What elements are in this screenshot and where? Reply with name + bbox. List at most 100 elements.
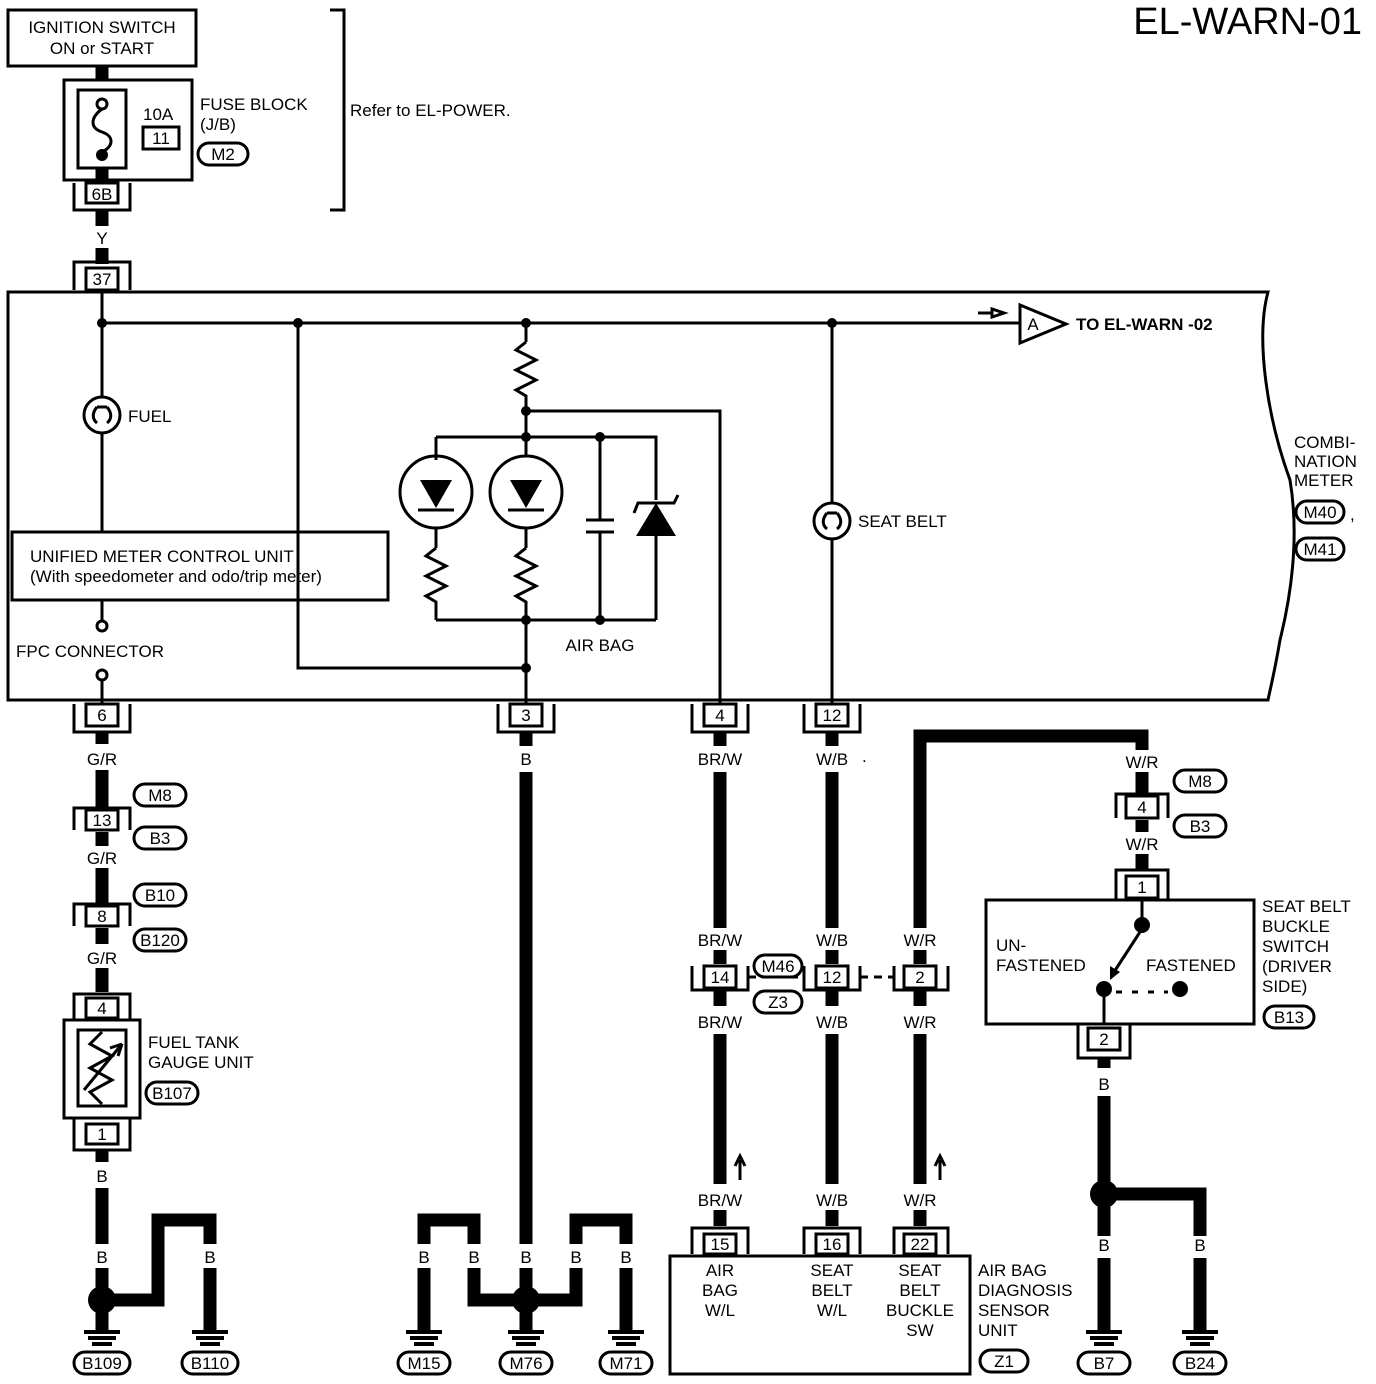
wire-color-wr-2: W/R [903, 1013, 936, 1032]
connector-8-ref-2: B120 [140, 931, 180, 950]
airbag-col3-line1: SEAT [898, 1261, 941, 1280]
wire-color-brw-2: BR/W [698, 931, 742, 950]
airbag-col1-line1: AIR [706, 1261, 734, 1280]
connector-8: 8 [97, 907, 106, 926]
resistor-led-1 [422, 546, 450, 620]
svg-text:3: 3 [521, 706, 530, 725]
wire-color-b-8: B [418, 1248, 429, 1267]
connector-4-ref-1: M8 [1188, 772, 1212, 791]
combination-meter-label-1: COMBI- [1294, 433, 1355, 452]
ground-m15: M15 [396, 1330, 452, 1376]
to-warn-02-arrow-icon [978, 306, 1009, 320]
airbag-col2-line3: W/L [817, 1301, 847, 1320]
air-bag-label: AIR BAG [566, 636, 635, 655]
combination-meter-outline [6, 290, 1296, 702]
connector-4-ref-2: B3 [1190, 817, 1211, 836]
svg-text:12: 12 [823, 706, 842, 725]
airbag-col2-line2: BELT [811, 1281, 852, 1300]
airbag-col3-line4: SW [906, 1321, 933, 1340]
switch-terminal-2: 2 [1099, 1030, 1108, 1049]
power-bracket [330, 8, 346, 212]
airbag-col1-line2: BAG [702, 1281, 738, 1300]
wire-color-y: Y [96, 229, 107, 248]
off-page-connector-a [1018, 302, 1070, 346]
wire-color-wb-2: W/B [816, 931, 848, 950]
wire-color-b-1: B [96, 1167, 107, 1186]
svg-text:M76: M76 [509, 1354, 542, 1373]
diagram-title: EL-WARN-01 [1133, 1, 1362, 43]
airbag-unit-label-4: UNIT [978, 1321, 1018, 1340]
fuse-block-box [62, 78, 194, 182]
airbag-col2-line1: SEAT [810, 1261, 853, 1280]
wire-mark: . [862, 747, 867, 766]
airbag-unit-label-2: DIAGNOSIS [978, 1281, 1072, 1300]
svg-text:B109: B109 [82, 1354, 122, 1373]
buckle-switch-label-5: SIDE) [1262, 977, 1307, 996]
wire-color-b-10: B [620, 1248, 631, 1267]
wire-color-b-3: B [152, 1248, 163, 1267]
ground-b24: B24 [1172, 1330, 1228, 1376]
gauge-terminal-1: 1 [97, 1125, 106, 1144]
fuse-block-label-1: FUSE BLOCK [200, 95, 308, 114]
wire-color-brw-3: BR/W [698, 1013, 742, 1032]
wire-color-wr-4: W/R [1125, 753, 1158, 772]
resistor-top [512, 340, 540, 410]
unfastened-label-2: FASTENED [996, 956, 1086, 975]
airbag-unit-label-3: SENSOR [978, 1301, 1050, 1320]
zener-diode-icon [636, 503, 676, 536]
svg-text:B7: B7 [1094, 1354, 1115, 1373]
ground-m71: M71 [598, 1330, 654, 1376]
seat-belt-lamp-label: SEAT BELT [858, 512, 947, 531]
combination-meter-ref-2: M41 [1303, 540, 1336, 559]
unified-meter-label-2: (With speedometer and odo/trip meter) [30, 567, 322, 586]
connector-14: 14 [711, 968, 730, 987]
wire-color-gr-1: G/R [87, 750, 117, 769]
wire-color-wb-4: W/B [816, 1191, 848, 1210]
fuel-tank-gauge-label-2: GAUGE UNIT [148, 1053, 254, 1072]
fuel-lamp-label: FUEL [128, 407, 171, 426]
combination-meter-label-3: METER [1294, 471, 1354, 490]
off-page-letter: A [1027, 315, 1039, 334]
connector-ref-m46: M46 [761, 957, 794, 976]
svg-text:4: 4 [715, 706, 724, 725]
combination-meter-separator: , [1350, 505, 1355, 524]
signal-arrow-icon-2 [933, 1152, 947, 1180]
connector-13-ref-1: M8 [148, 786, 172, 805]
svg-text:B24: B24 [1185, 1354, 1215, 1373]
connector-ref-z3: Z3 [768, 993, 788, 1012]
airbag-col1-line3: W/L [705, 1301, 735, 1320]
variable-resistor-icon [82, 1030, 124, 1106]
seat-belt-lamp-icon [812, 501, 852, 541]
wire-color-wb-1: W/B [816, 750, 848, 769]
terminal-22: 22 [911, 1235, 930, 1254]
unified-meter-label-1: UNIFIED METER CONTROL UNIT [30, 547, 294, 566]
terminal-37: 37 [93, 270, 112, 289]
ground-m76: M76 [498, 1330, 554, 1376]
resistor-led-2 [512, 546, 540, 620]
wire-color-gr-3: G/R [87, 949, 117, 968]
ignition-switch-label-2: ON or START [50, 39, 154, 58]
ignition-switch-box [6, 8, 198, 68]
wire-color-b-11: B [1098, 1075, 1109, 1094]
terminal-3: 3 [496, 702, 556, 734]
ground-b7: B7 [1076, 1330, 1132, 1376]
buckle-switch-label-4: (DRIVER [1262, 957, 1332, 976]
terminal-16: 16 [823, 1235, 842, 1254]
refer-text: Refer to EL-POWER. [350, 101, 511, 120]
fuel-tank-gauge-ref: B107 [152, 1084, 192, 1103]
terminal-15: 15 [711, 1235, 730, 1254]
fuel-tank-gauge-label-1: FUEL TANK [148, 1033, 240, 1052]
terminal-6: 6 [72, 702, 132, 734]
fuse-block-connector-ref: M2 [211, 145, 235, 164]
fuse-icon [91, 107, 113, 154]
wire-color-b-4: B [204, 1248, 215, 1267]
wire-color-gr-2: G/R [87, 849, 117, 868]
buckle-switch-label-1: SEAT BELT [1262, 897, 1351, 916]
svg-text:M71: M71 [609, 1354, 642, 1373]
buckle-switch-label-2: BUCKLE [1262, 917, 1330, 936]
connector-13: 13 [93, 811, 112, 830]
buckle-switch-ref: B13 [1274, 1008, 1304, 1027]
wire-color-wb-3: W/B [816, 1013, 848, 1032]
airbag-col3-line3: BUCKLE [886, 1301, 954, 1320]
